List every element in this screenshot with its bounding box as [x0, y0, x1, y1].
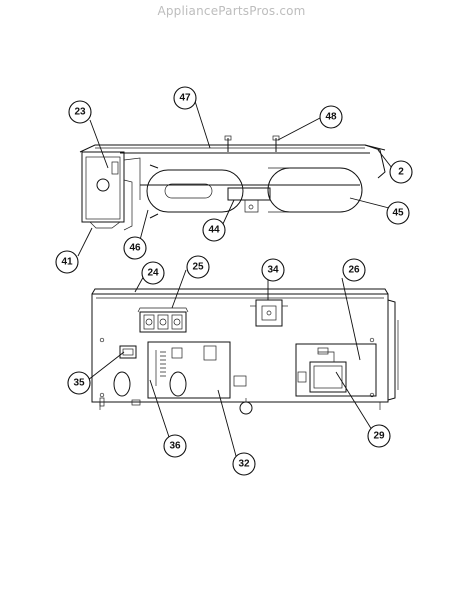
- sensor-bracket: [250, 299, 288, 327]
- callout-36: 36: [163, 434, 187, 458]
- callout-46: 46: [123, 236, 147, 260]
- callout-32: 32: [232, 452, 256, 476]
- callout-36-label: 36: [169, 441, 181, 452]
- callout-46-label: 46: [129, 243, 141, 254]
- callout-47-label: 47: [179, 93, 191, 104]
- callout-23-label: 23: [74, 107, 86, 118]
- callout-44-label: 44: [208, 225, 220, 236]
- callout-26: 26: [342, 258, 366, 282]
- callout-2: 2: [389, 160, 413, 184]
- control-board: [147, 341, 253, 415]
- callout-41: 41: [55, 250, 79, 274]
- callout-26-label: 26: [348, 265, 360, 276]
- callout-29-label: 29: [373, 431, 385, 442]
- callout-47: 47: [173, 86, 197, 110]
- callout-25-label: 25: [192, 262, 204, 273]
- transformer: [295, 343, 377, 397]
- callout-48-label: 48: [325, 112, 337, 123]
- callout-25: 25: [186, 255, 210, 279]
- callout-23: 23: [68, 100, 92, 124]
- callout-34: 34: [261, 258, 285, 282]
- callout-45-label: 45: [392, 208, 404, 219]
- callout-48: 48: [319, 105, 343, 129]
- callout-32-label: 32: [238, 459, 250, 470]
- callout-34-label: 34: [267, 265, 279, 276]
- callout-41-label: 41: [61, 257, 73, 268]
- callout-44: 44: [202, 218, 226, 242]
- evaporator-tube-left: [146, 164, 244, 219]
- upper-housing: [79, 135, 386, 231]
- callout-29: 29: [367, 424, 391, 448]
- control-panel: [91, 288, 399, 410]
- callout-24-label: 24: [147, 268, 159, 279]
- watermark-text: AppliancePartsPros.com: [157, 4, 306, 18]
- callout-35: 35: [67, 371, 91, 395]
- selector-switch: [113, 345, 137, 397]
- relay-component: [137, 307, 189, 333]
- callout-45: 45: [386, 201, 410, 225]
- callout-2-label: 2: [398, 167, 404, 178]
- evaporator-tube-right: [267, 167, 363, 213]
- callout-35-label: 35: [73, 378, 85, 389]
- callout-24: 24: [141, 261, 165, 285]
